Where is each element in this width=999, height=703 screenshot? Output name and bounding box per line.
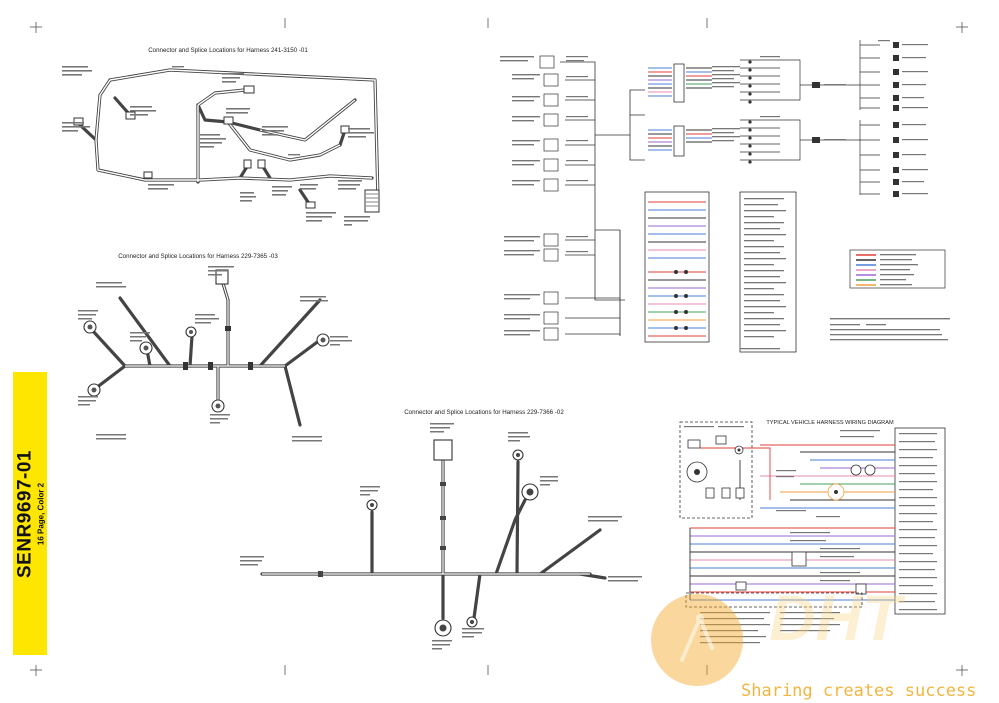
document-subtitle: 16 Page, Color 2	[36, 482, 46, 545]
harness-229-7365-drawing: Connector and Splice Locations for Harne…	[78, 253, 352, 442]
watermark-logo-circle	[651, 594, 743, 686]
document-number: SENR9697-01	[14, 449, 36, 578]
wire-color-legend	[849, 249, 946, 289]
harness-229-7366-title: Connector and Splice Locations for Harne…	[404, 409, 564, 416]
watermark: DHT Sharing creates success	[651, 582, 976, 701]
vehicle-wiring-diagram: TYPICAL VEHICLE HARNESS WIRING DIAGRAM	[679, 420, 946, 644]
document-id-tab: SENR9697-01 16 Page, Color 2	[13, 372, 47, 655]
electrical-schematic	[500, 40, 950, 353]
watermark-logo-glyph	[680, 612, 714, 662]
harness-229-7366-drawing: Connector and Splice Locations for Harne…	[240, 409, 642, 650]
harness-241-3150-title: Connector and Splice Locations for Harne…	[148, 47, 308, 54]
watermark-logo-letters: DHT	[769, 582, 905, 654]
harness-229-7365-title: Connector and Splice Locations for Harne…	[118, 253, 278, 260]
watermark-text: Sharing creates success	[741, 681, 976, 701]
harness-241-3150-drawing: Connector and Splice Locations for Harne…	[62, 47, 380, 226]
document-id-rotated: SENR9697-01 16 Page, Color 2	[15, 449, 46, 577]
crop-marks	[30, 18, 968, 676]
vehicle-diagram-title: TYPICAL VEHICLE HARNESS WIRING DIAGRAM	[766, 420, 894, 426]
